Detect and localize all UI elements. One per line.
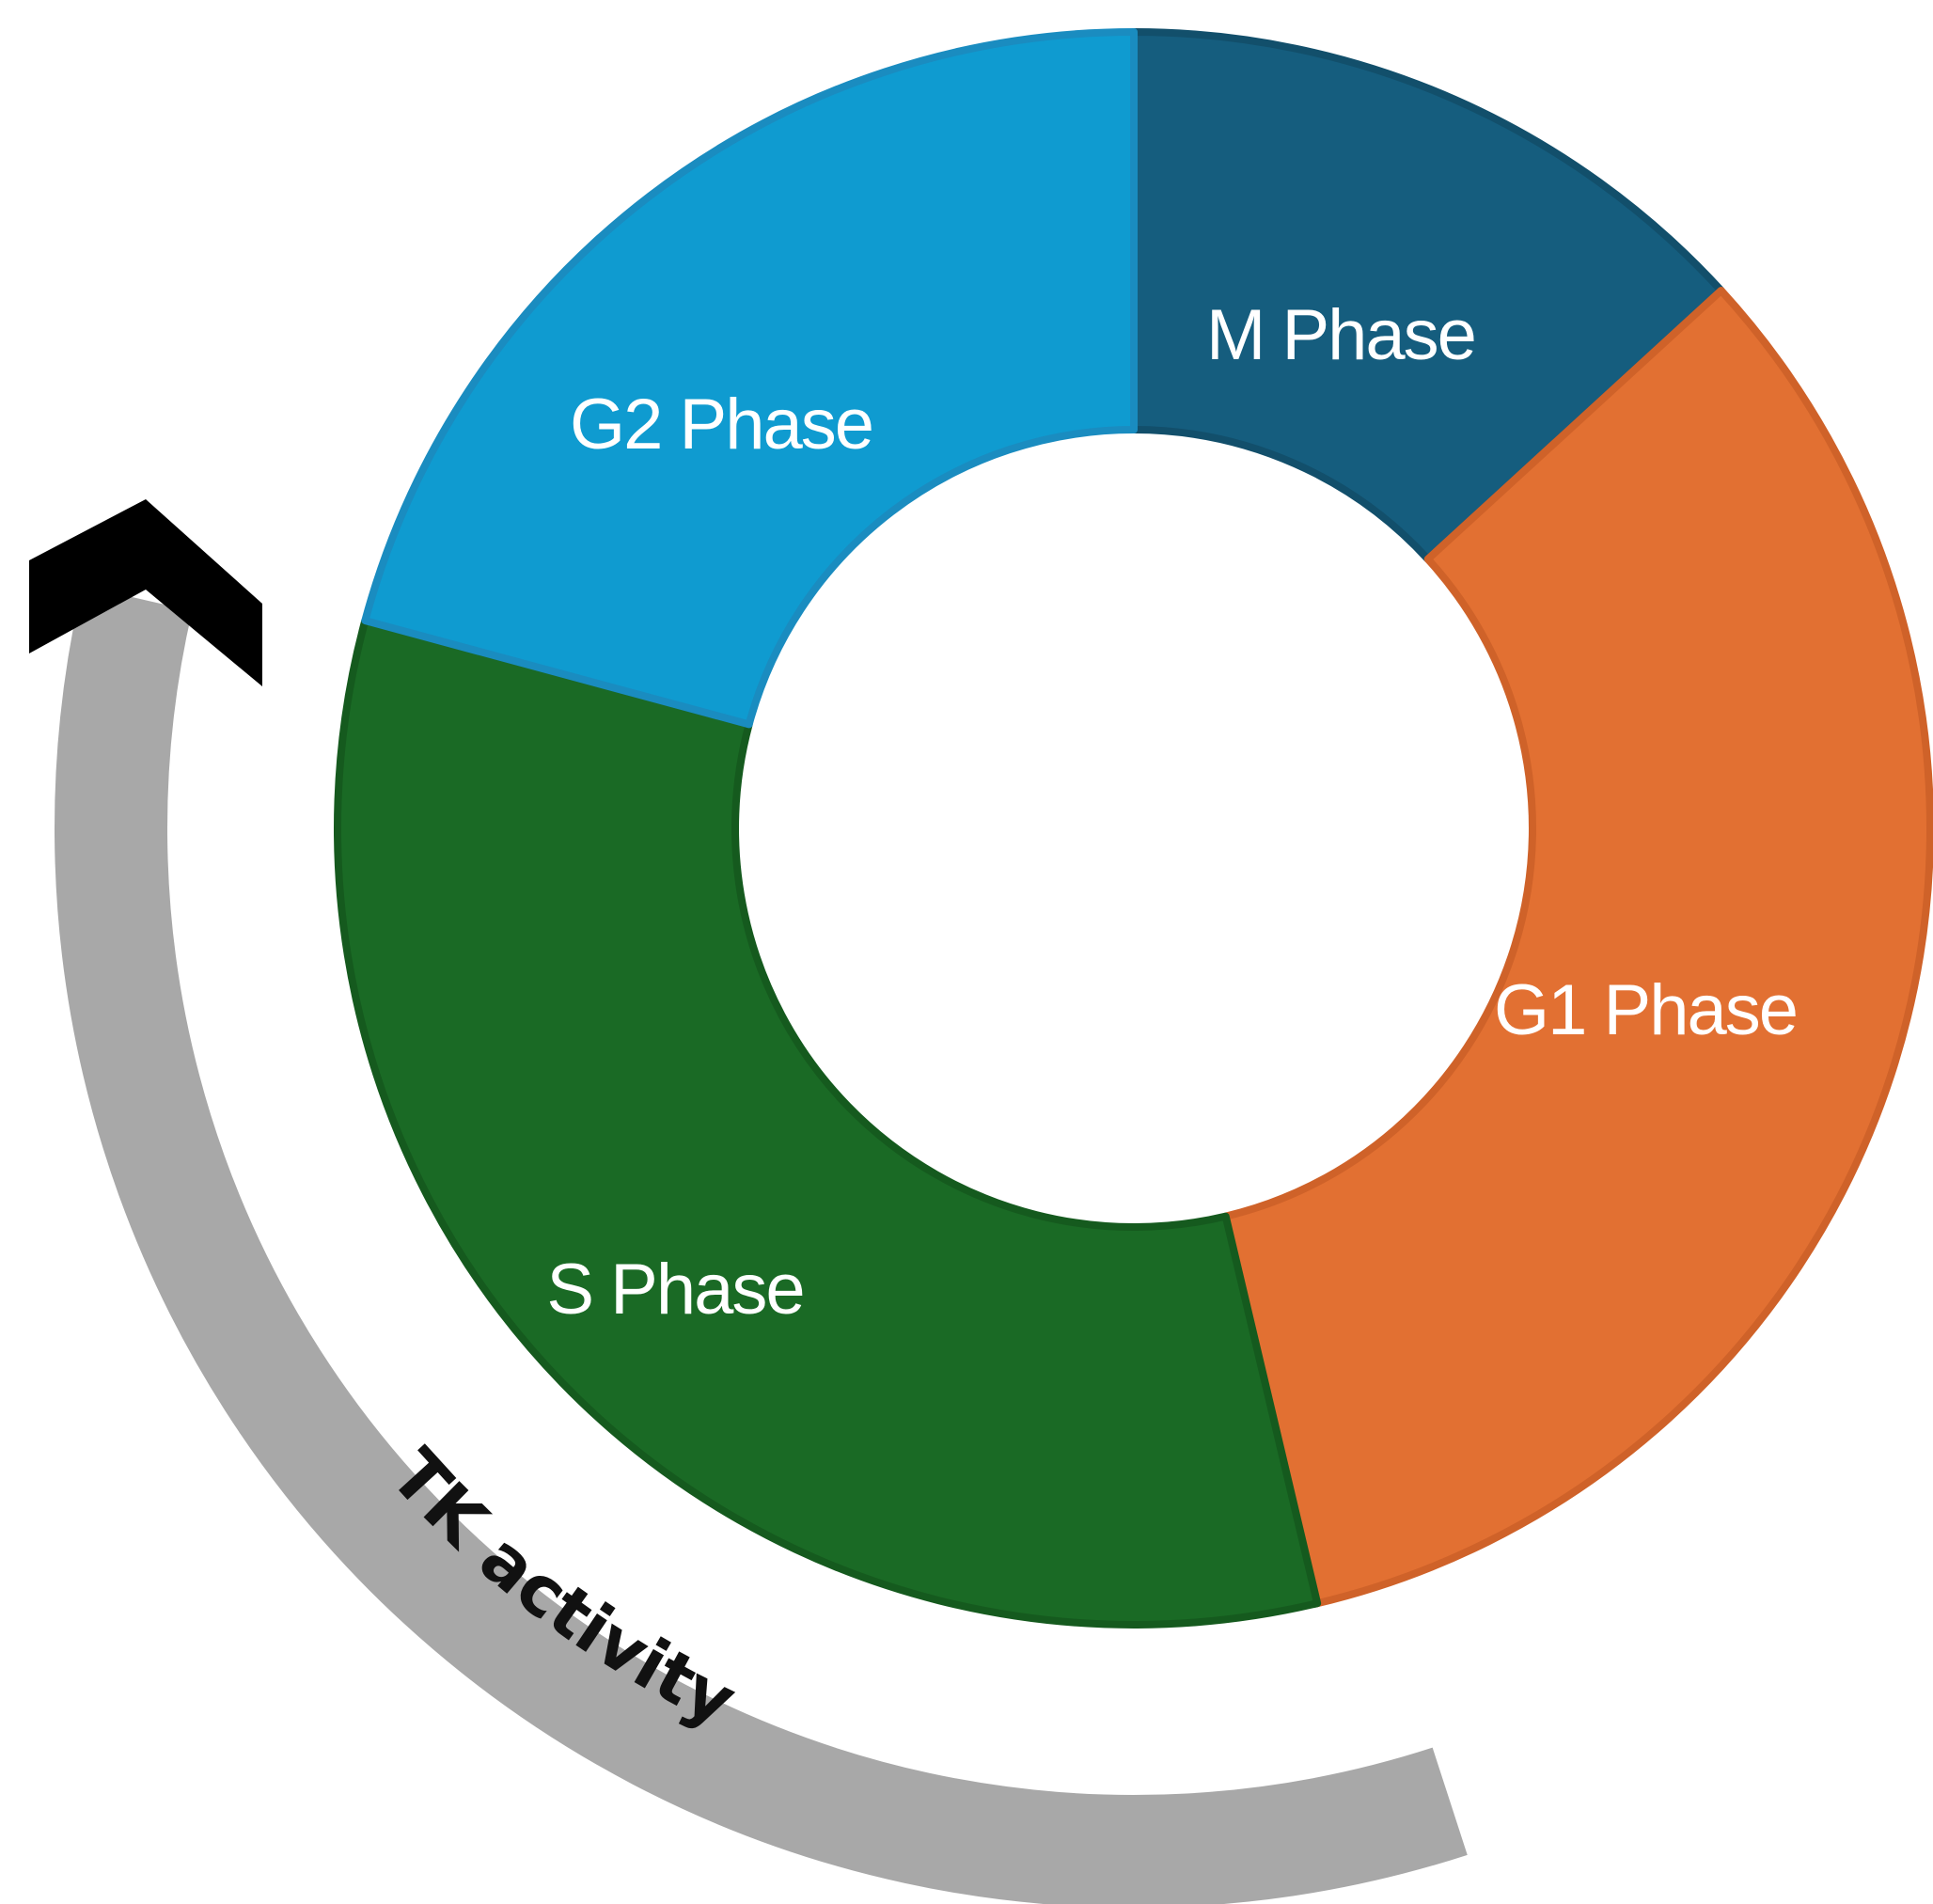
label-g2-phase: G2 Phase: [570, 385, 872, 464]
slice-m-phase: [1130, 28, 1725, 563]
slice-g2-phase: [361, 28, 1138, 729]
slice-g1-phase: [1221, 286, 1933, 1608]
label-g1-phase: G1 Phase: [1494, 970, 1797, 1050]
label-s-phase: S Phase: [546, 1250, 803, 1330]
phase-labels: M Phase G1 Phase S Phase G2 Phase: [546, 295, 1799, 1330]
slice-s-phase: [334, 617, 1322, 1629]
tk-activity-arrow-band: [55, 585, 1468, 1904]
donut-slices: [334, 28, 1933, 1629]
label-m-phase: M Phase: [1206, 295, 1475, 375]
arrow-head-icon: [29, 499, 262, 686]
